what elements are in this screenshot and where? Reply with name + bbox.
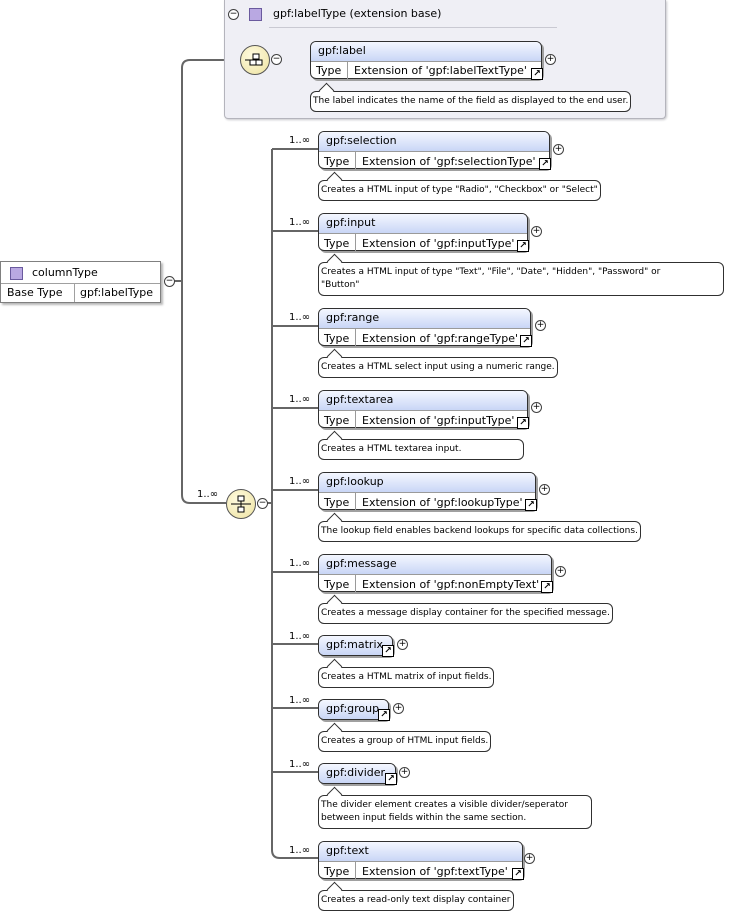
type-label: Type [324, 237, 350, 250]
cardinality-label: 1..∞ [289, 759, 311, 770]
complex-type-icon [249, 8, 262, 21]
annotation: Creates a group of HTML input fields. [318, 731, 492, 752]
extension-title: gpf:labelType (extension base) [273, 7, 442, 20]
cardinality-label: 1..∞ [289, 135, 311, 146]
cardinality-label: 1..∞ [289, 695, 311, 706]
base-type-value: gpf:labelType [80, 286, 154, 299]
cardinality-label: 1..∞ [289, 558, 311, 569]
element-gpf-matrix[interactable]: gpf:matrix ↗ [318, 635, 394, 657]
collapse-extension-minus-icon[interactable]: − [228, 9, 239, 20]
element-gpf-input[interactable]: gpf:input Type Extension of 'gpf:inputTy… [318, 213, 529, 252]
arrow-link-icon[interactable]: ↗ [520, 335, 532, 347]
element-name: gpf:selection [326, 134, 397, 147]
type-label: Type [324, 578, 350, 591]
element-gpf-divider[interactable]: gpf:divider ↗ [318, 763, 397, 785]
type-value: Extension of 'gpf:nonEmptyText' [362, 578, 540, 591]
arrow-link-icon[interactable]: ↗ [517, 240, 529, 252]
expand-plus-icon[interactable]: + [545, 54, 556, 65]
element-gpf-selection[interactable]: gpf:selection Type Extension of 'gpf:sel… [318, 131, 551, 170]
arrow-link-icon[interactable]: ↗ [382, 645, 394, 657]
type-label: Type [324, 496, 350, 509]
annotation: Creates a HTML input of type "Radio", "C… [318, 180, 601, 201]
cardinality-label: 1..∞ [289, 217, 311, 228]
element-gpf-message[interactable]: gpf:message Type Extension of 'gpf:nonEm… [318, 554, 553, 593]
cardinality-label: 1..∞ [289, 394, 311, 405]
arrow-link-icon[interactable]: ↗ [531, 68, 543, 80]
element-name: gpf:text [326, 844, 369, 857]
annotation: The label indicates the name of the fiel… [310, 91, 632, 112]
type-value: Extension of 'gpf:lookupType' [362, 496, 523, 509]
element-name: gpf:range [326, 311, 380, 324]
annotation: Creates a HTML select input using a nume… [318, 357, 558, 378]
type-value: Extension of 'gpf:rangeType' [362, 332, 519, 345]
collapse-columntype-minus-icon[interactable]: − [164, 276, 175, 287]
element-name: gpf:message [326, 557, 397, 570]
arrow-link-icon[interactable]: ↗ [525, 499, 537, 511]
annotation: Creates a HTML matrix of input fields. [318, 667, 495, 688]
type-value: Extension of 'gpf:selectionType' [362, 155, 536, 168]
complex-type-icon [10, 267, 23, 280]
element-name: gpf:label [318, 44, 366, 57]
divider [269, 27, 557, 28]
element-gpf-range[interactable]: gpf:range Type Extension of 'gpf:rangeTy… [318, 308, 532, 347]
arrow-link-icon[interactable]: ↗ [378, 709, 390, 721]
expand-plus-icon[interactable]: + [539, 484, 550, 495]
arrow-link-icon[interactable]: ↗ [385, 773, 397, 785]
type-value: Extension of 'gpf:labelTextType' [354, 64, 527, 77]
expand-plus-icon[interactable]: + [553, 144, 564, 155]
arrow-link-icon[interactable]: ↗ [539, 158, 551, 170]
element-name: gpf:textarea [326, 393, 394, 406]
annotation: Creates a message display container for … [318, 603, 613, 624]
cardinality-label: 1..∞ [289, 312, 311, 323]
choice-compositor-icon[interactable] [226, 489, 256, 519]
cardinality-label: 1..∞ [289, 476, 311, 487]
column-type-name: columnType [32, 266, 98, 279]
type-value: Extension of 'gpf:textType' [362, 865, 508, 878]
expand-plus-icon[interactable]: + [555, 566, 566, 577]
element-name: gpf:divider [326, 766, 386, 779]
element-name: gpf:lookup [326, 475, 384, 488]
column-type-box[interactable]: columnType Base Type gpf:labelType [0, 261, 161, 303]
element-gpf-text[interactable]: gpf:text Type Extension of 'gpf:textType… [318, 841, 524, 880]
annotation: The lookup field enables backend lookups… [318, 521, 641, 542]
cardinality-label: 1..∞ [289, 845, 311, 856]
annotation: The divider element creates a visible di… [318, 795, 592, 829]
expand-plus-icon[interactable]: + [535, 320, 546, 331]
element-name: gpf:input [326, 216, 376, 229]
arrow-link-icon[interactable]: ↗ [512, 868, 524, 880]
collapse-sequence-minus-icon[interactable]: − [271, 54, 282, 65]
element-gpf-group[interactable]: gpf:group ↗ [318, 699, 390, 721]
element-gpf-lookup[interactable]: gpf:lookup Type Extension of 'gpf:lookup… [318, 472, 537, 511]
type-label: Type [324, 155, 350, 168]
type-value: Extension of 'gpf:inputType' [362, 237, 515, 250]
annotation: Creates a HTML textarea input. [318, 439, 524, 460]
base-type-label: Base Type [7, 286, 63, 299]
type-label: Type [316, 64, 342, 77]
annotation: Creates a read-only text display contain… [318, 890, 514, 911]
type-label: Type [324, 865, 350, 878]
element-gpf-textarea[interactable]: gpf:textarea Type Extension of 'gpf:inpu… [318, 390, 529, 429]
expand-plus-icon[interactable]: + [524, 853, 535, 864]
arrow-link-icon[interactable]: ↗ [517, 417, 529, 429]
expand-plus-icon[interactable]: + [531, 402, 542, 413]
collapse-choice-minus-icon[interactable]: − [257, 498, 268, 509]
type-value: Extension of 'gpf:inputType' [362, 414, 515, 427]
expand-plus-icon[interactable]: + [397, 639, 408, 650]
arrow-link-icon[interactable]: ↗ [541, 581, 553, 593]
element-name: gpf:matrix [326, 638, 384, 651]
expand-plus-icon[interactable]: + [393, 703, 404, 714]
element-name: gpf:group [326, 702, 380, 715]
expand-plus-icon[interactable]: + [399, 767, 410, 778]
cardinality-label: 1..∞ [197, 489, 219, 500]
sequence-compositor-icon[interactable] [240, 45, 270, 75]
expand-plus-icon[interactable]: + [531, 226, 542, 237]
type-label: Type [324, 332, 350, 345]
annotation: Creates a HTML input of type "Text", "Fi… [318, 262, 724, 296]
cardinality-label: 1..∞ [289, 631, 311, 642]
type-label: Type [324, 414, 350, 427]
element-gpf-label[interactable]: gpf:label Type Extension of 'gpf:labelTe… [310, 41, 543, 80]
